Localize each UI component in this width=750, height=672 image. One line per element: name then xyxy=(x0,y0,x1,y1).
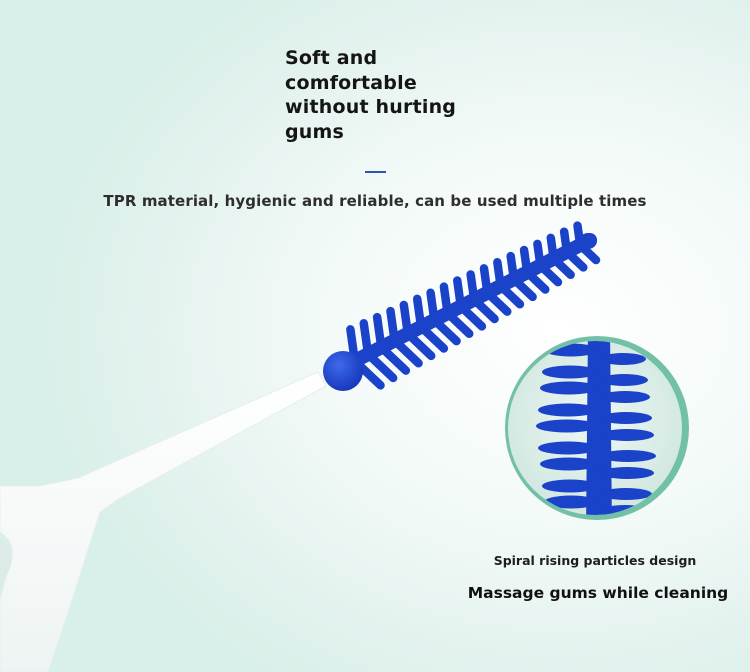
interdental-brush-icon xyxy=(323,221,601,391)
brush-core xyxy=(338,233,597,373)
zoom-bristle xyxy=(600,450,656,462)
accent-dash xyxy=(365,171,386,173)
zoom-bristle xyxy=(542,479,598,493)
zoom-bristle xyxy=(544,495,598,509)
subtitle: TPR material, hygienic and reliable, can… xyxy=(103,192,647,210)
brush-ball-base xyxy=(323,351,363,391)
brush-tip xyxy=(579,233,597,249)
zoom-bristle xyxy=(600,353,646,365)
zoom-bristle xyxy=(600,391,650,403)
headline: Soft and comfortable without hurting gum… xyxy=(285,46,545,144)
zoom-bristle xyxy=(538,441,598,455)
zoom-bristle xyxy=(600,488,652,500)
zoom-bristle xyxy=(542,365,598,379)
headline-line-3: without hurting xyxy=(285,96,457,118)
zoom-bristle xyxy=(600,374,648,386)
zoom-bristle xyxy=(600,412,652,424)
zoom-bristle xyxy=(600,429,654,441)
zoom-bristle xyxy=(600,526,648,538)
spiral-bristles-zoom-icon xyxy=(505,336,689,538)
caption-massage: Massage gums while cleaning xyxy=(467,584,729,602)
zoom-bristle xyxy=(536,419,598,433)
zoom-bristle xyxy=(538,403,598,417)
caption-spiral: Spiral rising particles design xyxy=(493,553,697,568)
headline-line-2: comfortable xyxy=(285,71,417,94)
brush-handle xyxy=(0,371,327,672)
headline-line-1: Soft and xyxy=(285,47,378,69)
zoom-bristle xyxy=(540,381,598,395)
zoom-bristle xyxy=(540,457,598,471)
headline-line-4: gums xyxy=(285,120,345,143)
zoom-bristle xyxy=(600,467,654,479)
